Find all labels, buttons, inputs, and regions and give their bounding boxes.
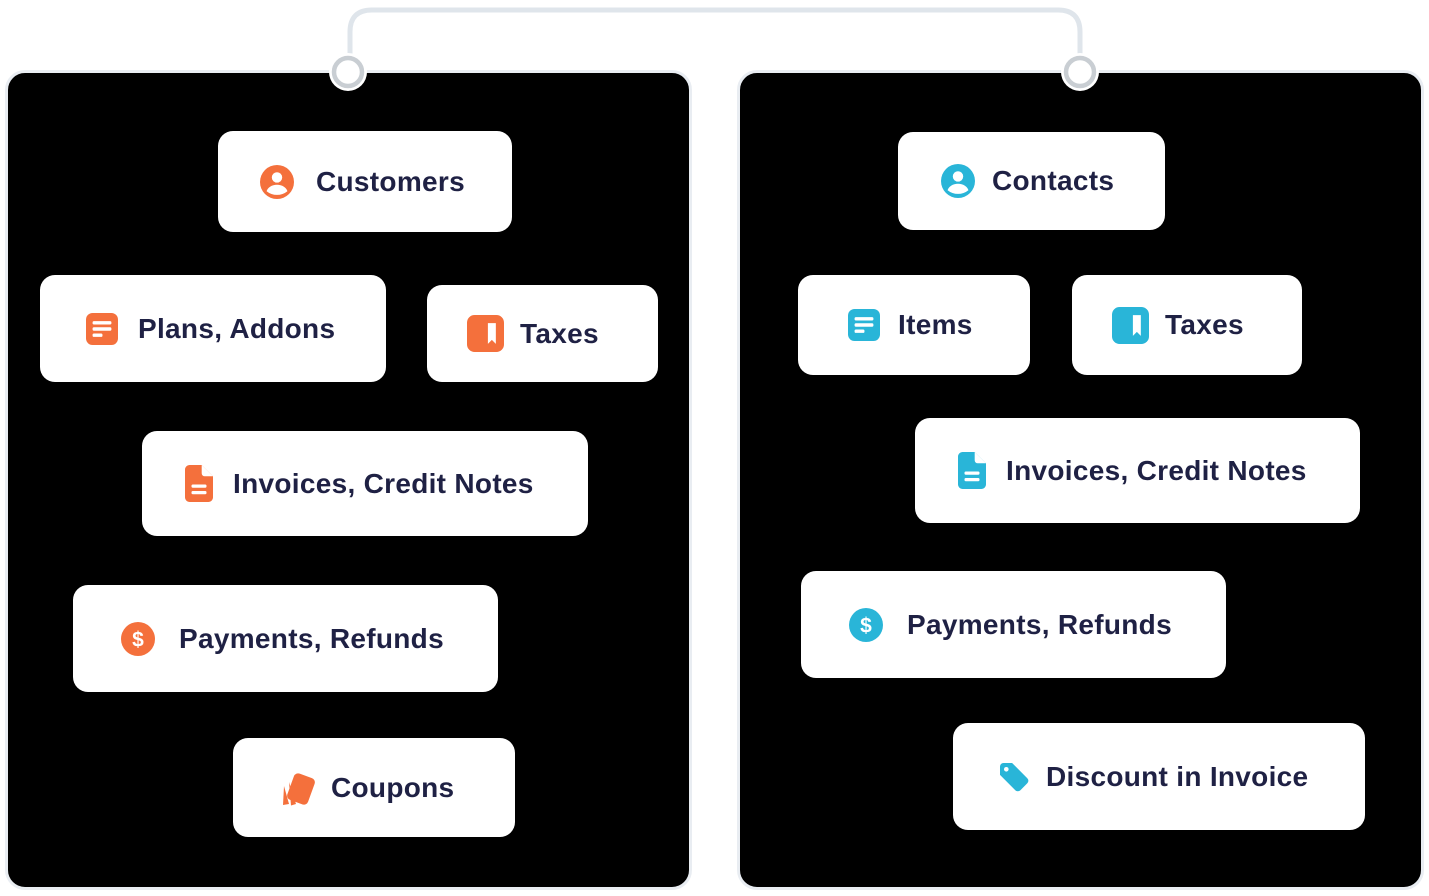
card-label: Taxes <box>1165 309 1244 340</box>
card-label: Invoices, Credit Notes <box>1006 454 1307 486</box>
left-panel: Customers Plans, Addons Taxes <box>5 70 692 890</box>
svg-text:$: $ <box>132 628 144 651</box>
card-payments-refunds-right: $ Payments, Refunds <box>801 571 1226 678</box>
bookmark-icon <box>467 315 504 352</box>
card-items: Items <box>798 275 1030 375</box>
list-icon <box>86 312 118 345</box>
card-taxes-right: Taxes <box>1072 275 1302 375</box>
card-label: Customers <box>316 165 465 197</box>
card-label: Coupons <box>331 771 455 803</box>
dollar-icon: $ <box>121 621 155 656</box>
document-icon <box>958 452 986 489</box>
document-icon <box>185 465 213 502</box>
card-invoices-credit-notes-right: Invoices, Credit Notes <box>915 418 1360 523</box>
user-icon <box>260 164 294 199</box>
card-contacts: Contacts <box>898 132 1165 230</box>
card-customers: Customers <box>218 131 512 232</box>
dollar-icon: $ <box>849 607 883 642</box>
card-invoices-credit-notes-left: Invoices, Credit Notes <box>142 431 588 536</box>
card-label: Payments, Refunds <box>907 608 1172 640</box>
list-icon <box>848 309 880 341</box>
card-plans-addons: Plans, Addons <box>40 275 386 382</box>
svg-text:$: $ <box>860 614 872 637</box>
coupons-icon <box>275 768 315 808</box>
connector-path <box>347 7 1083 69</box>
card-label: Plans, Addons <box>138 312 336 344</box>
bookmark-icon <box>1112 306 1149 344</box>
card-payments-refunds-left: $ Payments, Refunds <box>73 585 498 692</box>
card-label: Taxes <box>520 317 599 349</box>
card-coupons: Coupons <box>233 738 515 837</box>
card-label: Invoices, Credit Notes <box>233 467 534 499</box>
tag-icon <box>997 760 1031 794</box>
card-label: Discount in Invoice <box>1046 760 1309 792</box>
right-panel: Contacts Items Taxes <box>737 70 1424 890</box>
card-discount-in-invoice: Discount in Invoice <box>953 723 1365 830</box>
card-label: Payments, Refunds <box>179 622 444 654</box>
user-icon <box>941 164 975 198</box>
card-taxes-left: Taxes <box>427 285 658 382</box>
card-label: Items <box>898 309 973 340</box>
card-label: Contacts <box>992 165 1115 196</box>
